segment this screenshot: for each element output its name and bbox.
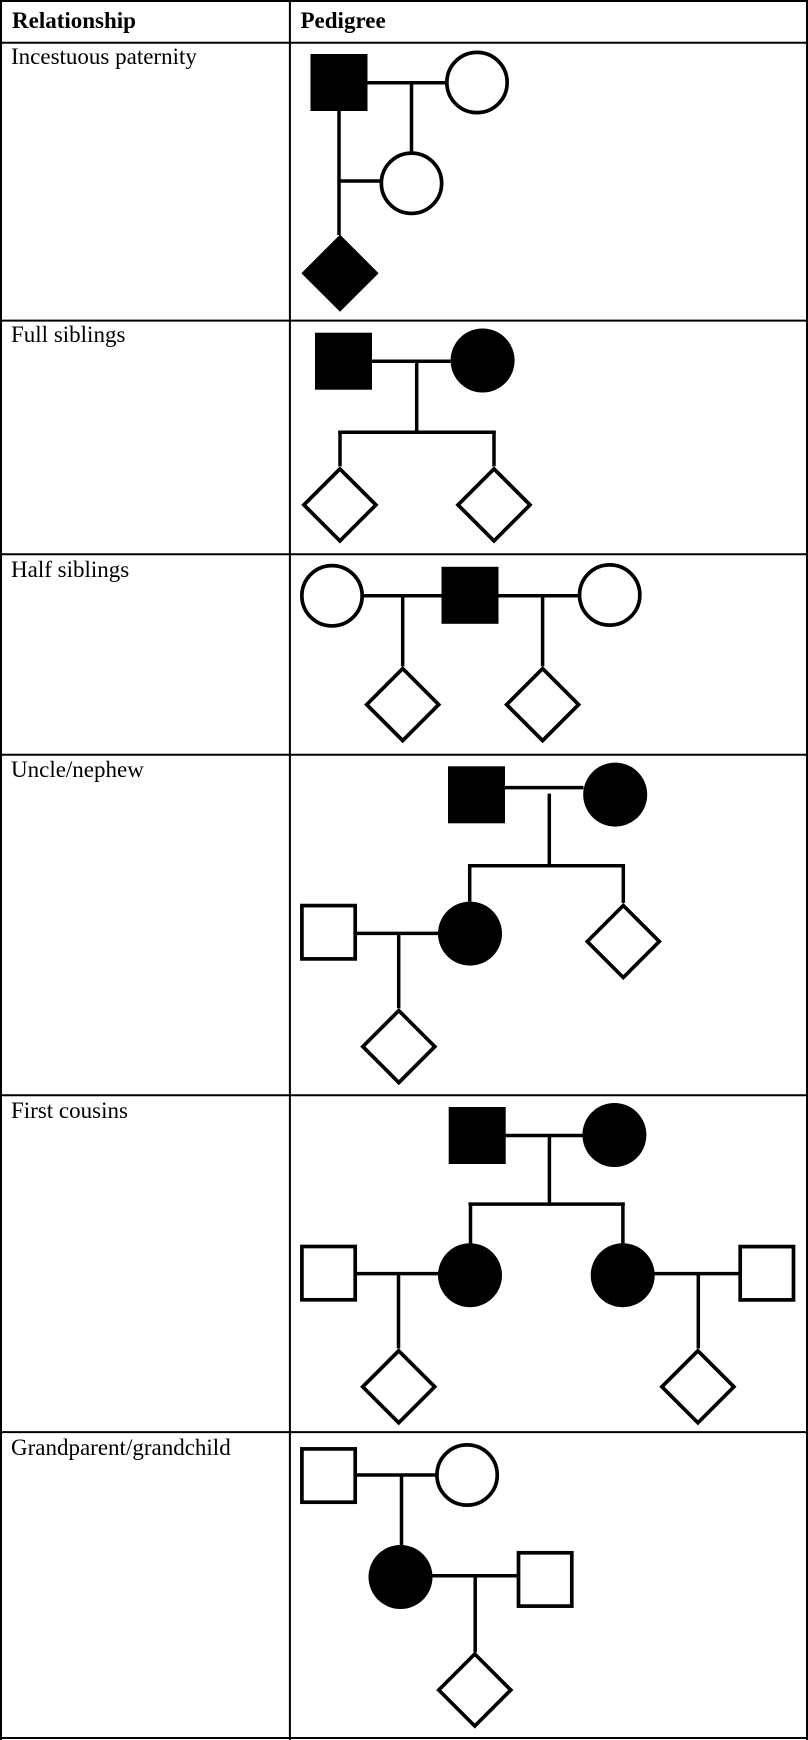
- svg-text:Half siblings: Half siblings: [11, 557, 129, 582]
- svg-text:Full siblings: Full siblings: [11, 322, 125, 347]
- svg-text:Grandparent/grandchild: Grandparent/grandchild: [11, 1435, 231, 1460]
- svg-text:First cousins: First cousins: [11, 1098, 128, 1123]
- svg-text:Incestuous paternity: Incestuous paternity: [11, 44, 197, 69]
- svg-text:Relationship: Relationship: [12, 8, 136, 33]
- svg-text:Uncle/nephew: Uncle/nephew: [11, 757, 144, 782]
- svg-text:Pedigree: Pedigree: [301, 8, 386, 33]
